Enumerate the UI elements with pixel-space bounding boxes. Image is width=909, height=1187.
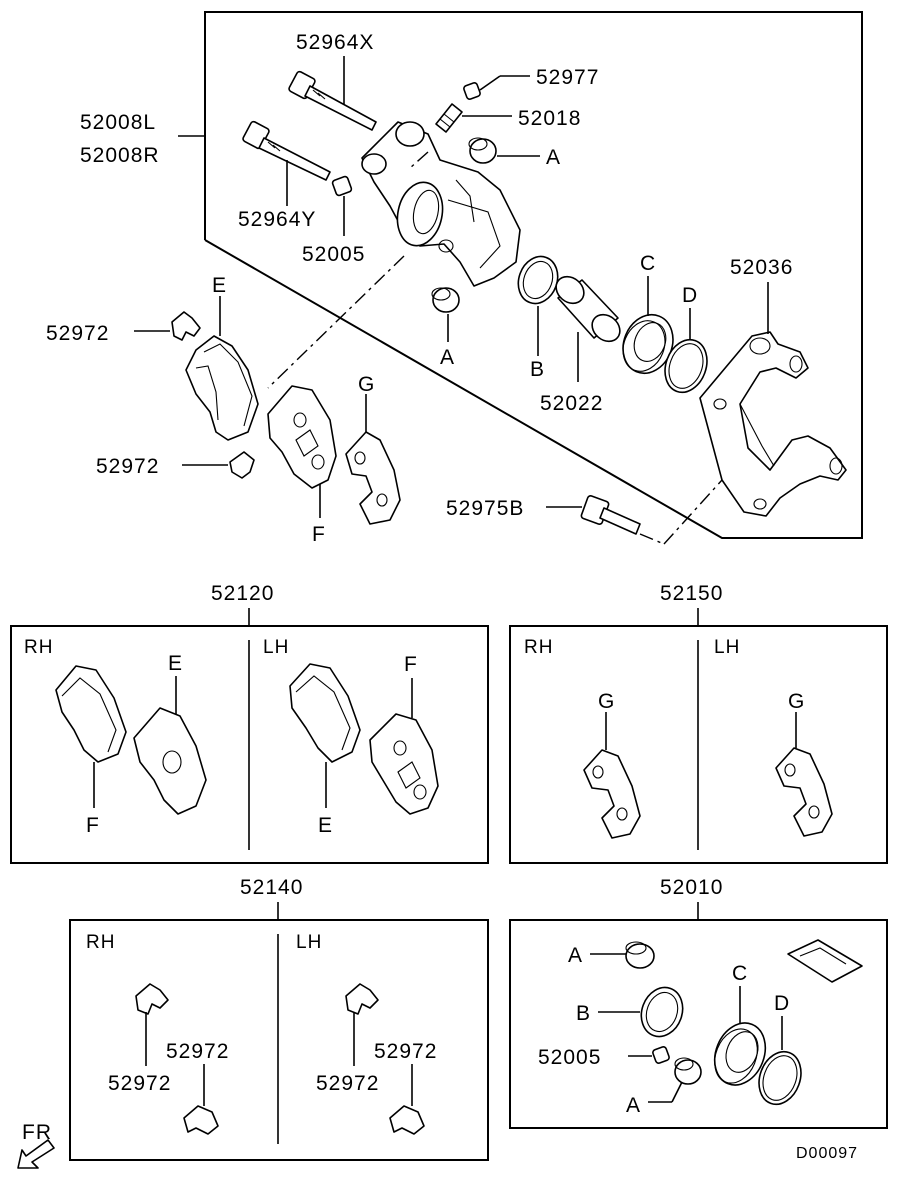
kit-pad-rh: RH bbox=[24, 637, 53, 658]
front-arrow-icon bbox=[17, 1139, 55, 1169]
kit-shim-lh-label: G bbox=[788, 690, 805, 713]
kit-seal-pin-boot[interactable] bbox=[652, 1046, 670, 1064]
kit-pad-number: 52120 bbox=[211, 582, 274, 605]
kit-seal-a-top-label: A bbox=[568, 944, 583, 967]
kit-pad-lh-inner-label: F bbox=[404, 653, 418, 676]
brake-pad-e[interactable] bbox=[185, 335, 259, 441]
caliper-support[interactable] bbox=[699, 331, 847, 517]
kit-shim-rh-part[interactable] bbox=[583, 749, 641, 839]
label-pad-clip-bottom: 52972 bbox=[96, 455, 159, 478]
front-marker-label: FR bbox=[22, 1121, 52, 1144]
kit-seal-sleeve-bottom[interactable] bbox=[674, 1057, 702, 1085]
caliper-body[interactable] bbox=[361, 121, 521, 287]
label-ref-f: F bbox=[312, 523, 326, 546]
label-ref-a-top: A bbox=[546, 146, 561, 169]
kit-clip-lh-b-label: 52972 bbox=[374, 1040, 437, 1063]
guide-pin-y[interactable] bbox=[242, 120, 331, 181]
kit-shim-box bbox=[509, 625, 888, 864]
kit-clip-lh-bottom[interactable] bbox=[389, 1105, 425, 1135]
kit-seal-d-label: D bbox=[774, 992, 790, 1015]
caliper-piston[interactable] bbox=[551, 271, 625, 347]
kit-seal-box bbox=[509, 919, 888, 1129]
support-mounting-bolt[interactable] bbox=[580, 495, 641, 535]
brake-pad-f[interactable] bbox=[267, 385, 337, 489]
kit-seal-sleeve-top[interactable] bbox=[625, 941, 655, 969]
label-caliper-rh: 52008R bbox=[80, 144, 160, 167]
kit-seal-number: 52010 bbox=[660, 876, 723, 899]
kit-clip-lh-a-label: 52972 bbox=[316, 1072, 379, 1095]
label-ref-d: D bbox=[682, 284, 698, 307]
front-direction-marker: FR bbox=[17, 1121, 55, 1169]
kit-clip-box bbox=[69, 919, 489, 1161]
kit-shim-lh: LH bbox=[714, 637, 740, 658]
kit-seal-piston-seal[interactable] bbox=[635, 982, 690, 1043]
label-ref-b: B bbox=[530, 358, 545, 381]
label-guide-pin-x: 52964X bbox=[296, 31, 374, 54]
label-ref-c: C bbox=[640, 252, 656, 275]
kit-shim-number: 52150 bbox=[660, 582, 723, 605]
kit-clip-rh-b-label: 52972 bbox=[166, 1040, 229, 1063]
label-pin-boot: 52005 bbox=[302, 243, 365, 266]
label-support: 52036 bbox=[730, 256, 793, 279]
kit-clip-rh: RH bbox=[86, 932, 115, 953]
kit-pad-rh-outer[interactable] bbox=[55, 665, 127, 763]
bleeder-cap[interactable] bbox=[463, 82, 481, 100]
pad-clip-bottom[interactable] bbox=[229, 451, 255, 479]
kit-shim-lh-part[interactable] bbox=[775, 747, 833, 837]
kit-shim-rh: RH bbox=[524, 637, 553, 658]
kit-clip-rh-a-label: 52972 bbox=[108, 1072, 171, 1095]
kit-clip-rh-bottom[interactable] bbox=[183, 1105, 219, 1135]
kit-pad-rh-inner[interactable] bbox=[133, 707, 207, 815]
label-piston: 52022 bbox=[540, 392, 603, 415]
kit-shim-rh-label: G bbox=[598, 690, 615, 713]
diagram-code: D00097 bbox=[796, 1145, 858, 1162]
kit-clip-lh: LH bbox=[296, 932, 322, 953]
kit-pad-rh-inner-label: E bbox=[168, 652, 183, 675]
grease-packet-icon bbox=[787, 939, 863, 983]
kit-seal-c-label: C bbox=[732, 962, 748, 985]
label-bleeder-screw: 52018 bbox=[518, 107, 581, 130]
label-bleeder-cap: 52977 bbox=[536, 66, 599, 89]
kit-pad-rh-outer-label: F bbox=[86, 814, 100, 837]
label-guide-pin-y: 52964Y bbox=[238, 208, 316, 231]
kit-clip-rh-top[interactable] bbox=[135, 983, 169, 1015]
caliper-assembly-frame bbox=[178, 11, 863, 539]
kit-pad-box bbox=[10, 625, 489, 864]
kit-seal-b-label: B bbox=[576, 1002, 591, 1025]
label-ref-g: G bbox=[358, 373, 375, 396]
pin-boot[interactable] bbox=[331, 175, 353, 197]
kit-pad-lh-outer[interactable] bbox=[289, 663, 361, 763]
label-ref-a-bottom: A bbox=[440, 346, 455, 369]
kit-clip-number: 52140 bbox=[240, 876, 303, 899]
label-support-bolt: 52975B bbox=[446, 497, 524, 520]
kit-seal-boot-small-label: 52005 bbox=[538, 1046, 601, 1069]
guide-sleeve-bottom[interactable] bbox=[431, 287, 460, 313]
kit-pad-lh-outer-label: E bbox=[318, 814, 333, 837]
label-caliper-lh: 52008L bbox=[80, 111, 156, 134]
label-pad-clip-top: 52972 bbox=[46, 322, 109, 345]
kit-pad-lh: LH bbox=[263, 637, 289, 658]
kit-seal-boot[interactable] bbox=[706, 1015, 774, 1092]
guide-pin-x[interactable] bbox=[288, 70, 377, 131]
bleeder-screw[interactable] bbox=[435, 103, 463, 133]
piston-seal[interactable] bbox=[512, 251, 564, 309]
kit-clip-lh-top[interactable] bbox=[345, 983, 379, 1015]
anti-squeal-shim[interactable] bbox=[345, 431, 401, 525]
label-ref-e: E bbox=[212, 274, 227, 297]
kit-seal-a-bottom-label: A bbox=[626, 1094, 641, 1117]
kit-pad-lh-inner[interactable] bbox=[369, 713, 439, 815]
guide-sleeve-top[interactable] bbox=[468, 137, 497, 164]
pad-clip-top[interactable] bbox=[171, 311, 201, 341]
